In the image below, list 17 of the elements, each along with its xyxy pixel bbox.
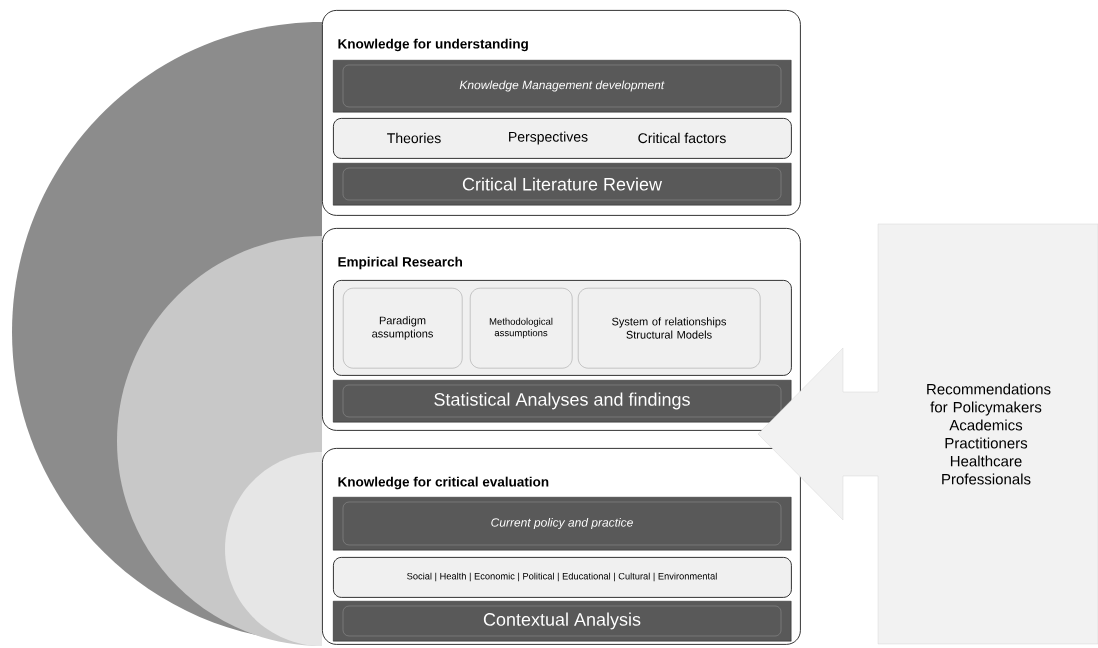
- heading: Empirical Research: [338, 256, 462, 270]
- label-text: Theories: [387, 132, 441, 144]
- heading: Knowledge for critical evaluation: [338, 476, 549, 490]
- banner: Critical Literature Review: [333, 163, 792, 206]
- heading: Knowledge for understanding: [338, 38, 528, 52]
- topic-box: [333, 118, 792, 159]
- banner: Current policy and practice: [333, 497, 792, 551]
- banner: Knowledge Management development: [333, 60, 792, 113]
- banner: Statistical Analyses and findings: [333, 380, 792, 423]
- label-text: Perspectives: [509, 131, 588, 145]
- topic-box: Methodological assumptions: [470, 288, 573, 369]
- topic-box: Social | Health | Economic | Political | Educational | Cultural | Environmental: [333, 557, 792, 598]
- arrow-callout: Recommendations for Policymakers Academics Practitioners Healthcare Professionals: [757, 223, 1098, 645]
- label-text: Critical factors: [638, 132, 726, 144]
- banner: Contextual Analysis: [333, 601, 792, 642]
- topic-box: Paradigm assumptions: [343, 288, 463, 369]
- topic-box: System of relationships Structural Models: [578, 288, 761, 369]
